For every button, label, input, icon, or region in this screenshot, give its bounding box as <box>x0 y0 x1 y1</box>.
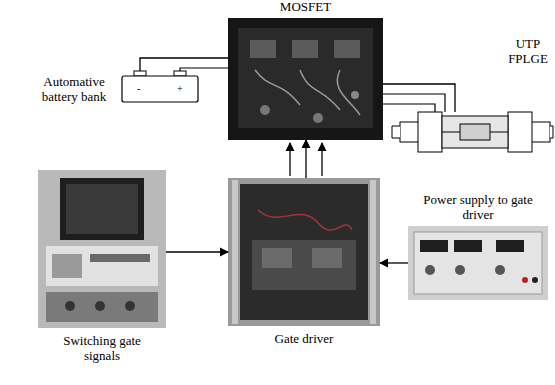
arrow <box>305 140 306 178</box>
engine-drawing <box>392 112 553 152</box>
wire <box>383 84 455 112</box>
gate-driver-box: Gate driver <box>228 178 380 326</box>
battery-box: Automative battery bank <box>122 76 198 102</box>
node-label: Automative battery bank <box>32 74 116 104</box>
node-label: Switching gate signals <box>50 333 154 363</box>
mosfet-photo-box: MOSFET <box>228 18 383 140</box>
wire <box>140 58 228 71</box>
arrow <box>166 251 228 252</box>
power-supply-photo <box>408 226 548 300</box>
engine-box: UTP FPLGE <box>400 112 550 152</box>
battery-symbol <box>122 71 198 102</box>
power-supply-box: Power supply to gate driver <box>408 226 548 300</box>
mosfet-photo <box>228 18 383 140</box>
node-label: Gate driver <box>239 331 369 346</box>
gate-driver-photo <box>228 178 380 326</box>
signal-photo-box: Switching gate signals <box>38 170 166 328</box>
signal-equipment-photo <box>38 170 166 328</box>
wires <box>180 68 445 112</box>
node-label: UTP FPLGE <box>502 36 554 66</box>
terminal-sign: + <box>177 84 183 94</box>
node-label: Power supply to gate driver <box>416 192 540 222</box>
arrow <box>380 262 408 263</box>
node-label: MOSFET <box>241 0 371 14</box>
terminal-sign: - <box>137 84 140 94</box>
